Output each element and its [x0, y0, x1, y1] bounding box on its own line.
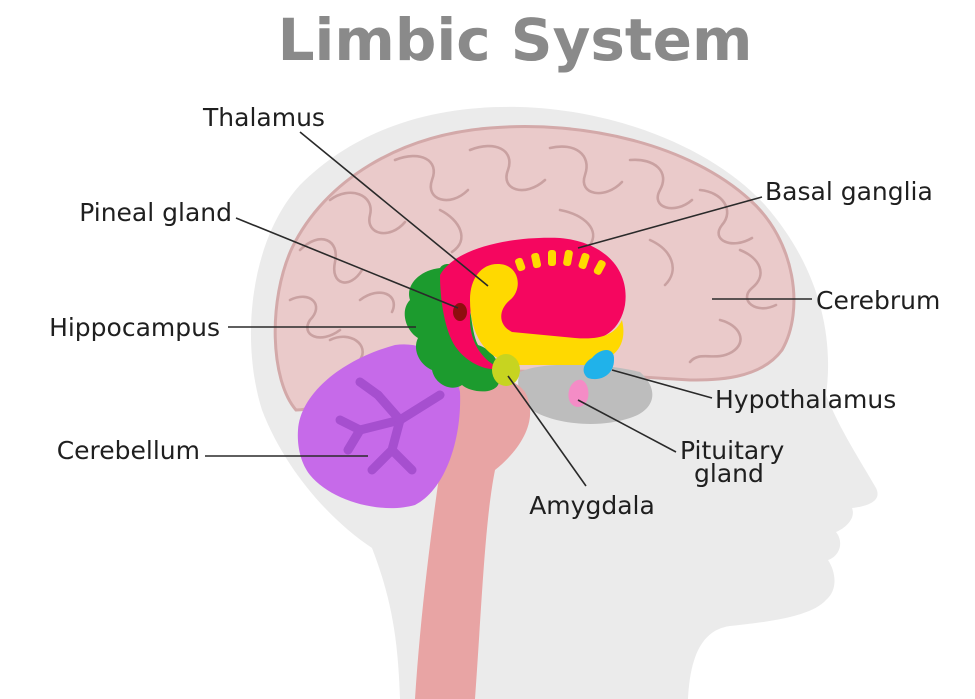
- pituitary-gland: [568, 379, 589, 407]
- thalamus-leader: [299, 131, 489, 287]
- label-amygdala: Amygdala: [529, 491, 655, 520]
- diagram-title: Limbic System: [278, 6, 753, 74]
- leader-lines: [205, 131, 812, 487]
- hypothalamus-leader: [611, 369, 713, 399]
- thalamus: [470, 264, 624, 365]
- basal-ganglia-striations: [515, 249, 606, 275]
- amygdala: [492, 354, 520, 386]
- pineal-gland-leader: [235, 217, 459, 309]
- label-hippocampus: Hippocampus: [49, 313, 220, 342]
- pituitary-gland-leader: [577, 399, 677, 453]
- pineal-gland: [453, 303, 467, 321]
- cerebellum-folia: [335, 377, 445, 475]
- label-hypothalamus: Hypothalamus: [715, 385, 896, 414]
- basal-ganglia-leader: [577, 196, 763, 249]
- amygdala-leader: [507, 375, 587, 487]
- label-thalamus: Thalamus: [202, 103, 325, 132]
- label-cerebellum: Cerebellum: [57, 436, 200, 465]
- label-pineal-gland: Pineal gland: [79, 198, 232, 227]
- label-cerebrum: Cerebrum: [816, 286, 940, 315]
- label-pituitary-line1: Pituitary: [680, 436, 784, 465]
- hypothalamus: [583, 350, 615, 380]
- label-basal-ganglia: Basal ganglia: [765, 177, 933, 206]
- label-pituitary-line2: gland: [694, 459, 764, 488]
- cerebrum-gyri: [288, 144, 778, 364]
